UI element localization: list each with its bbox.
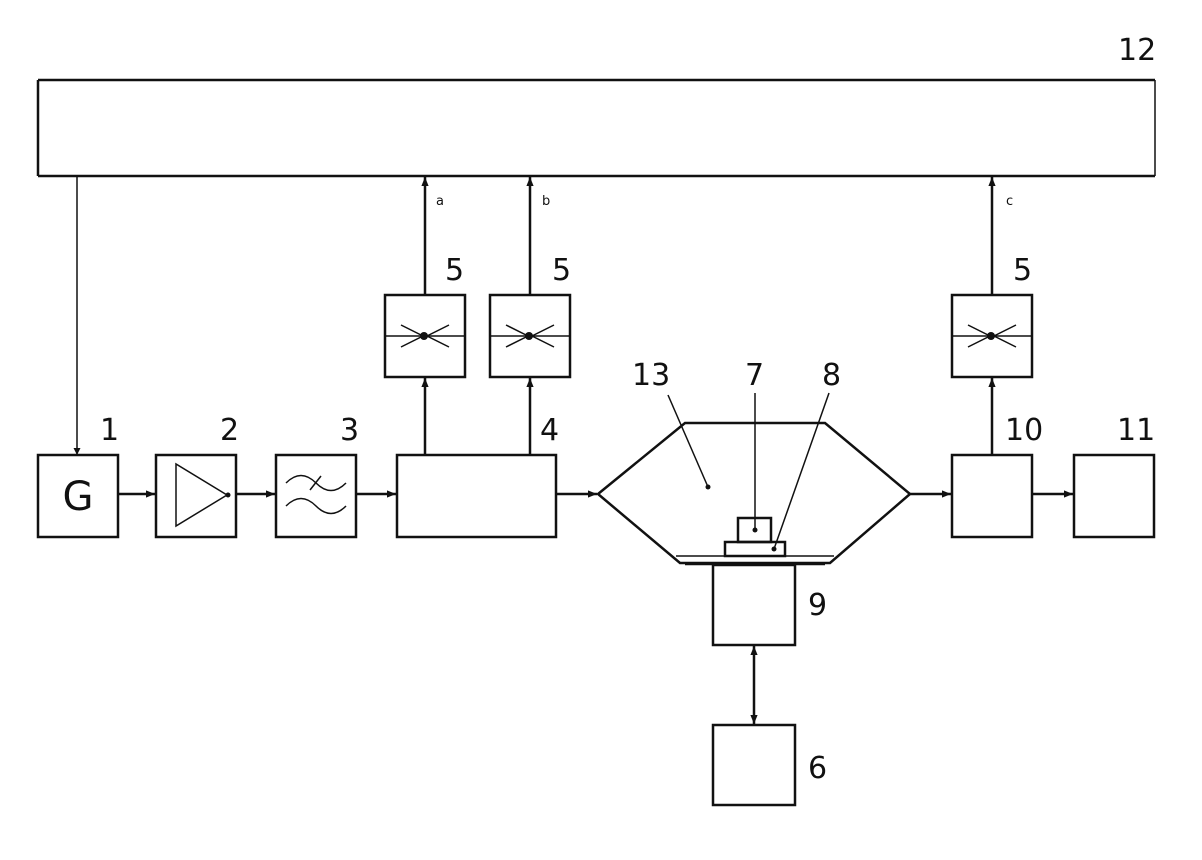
signal-a: a — [436, 194, 444, 209]
block-6 — [711, 723, 797, 807]
filter-icon — [285, 474, 347, 515]
block-5b-detector — [488, 293, 572, 379]
signal-c: c — [1006, 194, 1013, 209]
label-12: 12 — [1118, 33, 1156, 68]
block-3-filter — [274, 453, 358, 539]
block-11 — [1072, 453, 1156, 539]
block-12-controller — [36, 78, 1156, 178]
label-6: 6 — [808, 751, 827, 786]
block-1-generator — [36, 453, 120, 539]
amplifier-icon — [175, 462, 231, 528]
leader-13 — [667, 394, 709, 488]
label-10: 10 — [1005, 413, 1043, 448]
label-4: 4 — [540, 413, 559, 448]
label-7: 7 — [745, 358, 764, 393]
generator-symbol: G — [63, 474, 94, 520]
label-5b: 5 — [552, 253, 571, 288]
label-5a: 5 — [445, 253, 464, 288]
label-5c: 5 — [1013, 253, 1032, 288]
block-9 — [711, 563, 797, 647]
signal-b: b — [542, 194, 550, 209]
block-10 — [950, 453, 1034, 539]
label-13: 13 — [632, 358, 670, 393]
block-5a-detector — [383, 293, 467, 379]
label-11: 11 — [1117, 413, 1155, 448]
block-4-coupler — [395, 453, 558, 539]
label-2: 2 — [220, 413, 239, 448]
label-1: 1 — [100, 413, 119, 448]
block-2-amplifier — [154, 453, 238, 539]
label-9: 9 — [808, 588, 827, 623]
leader-8 — [773, 392, 830, 550]
label-3: 3 — [340, 413, 359, 448]
block-5c-detector — [950, 293, 1034, 379]
label-8: 8 — [822, 358, 841, 393]
